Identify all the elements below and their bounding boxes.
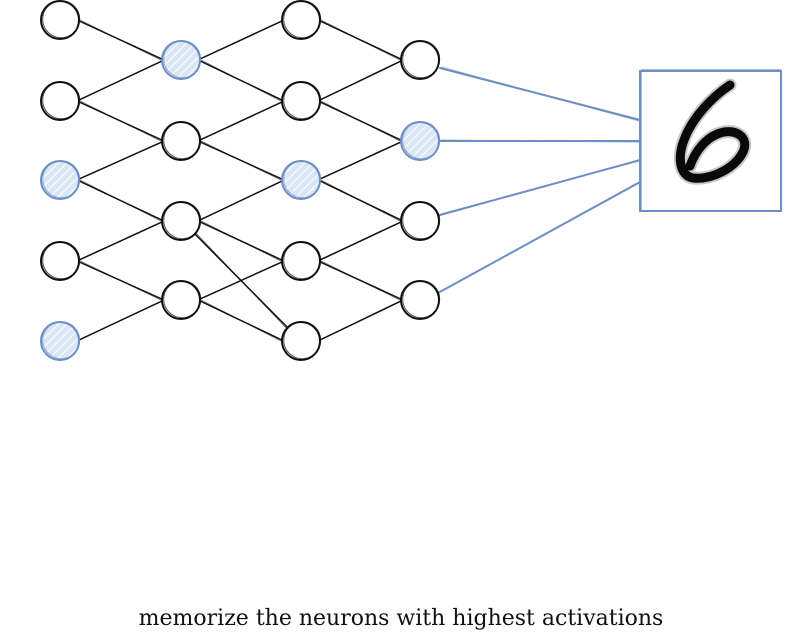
neuron: [400, 201, 441, 241]
neuron: [400, 280, 441, 320]
neuron: [40, 0, 81, 40]
neuron-highlighted: [40, 321, 81, 361]
neuron: [161, 201, 202, 241]
neuron: [281, 321, 322, 361]
neuron-highlighted: [400, 121, 441, 161]
caption: memorize the neurons with highest activa…: [138, 606, 664, 631]
neuron: [161, 121, 202, 161]
neuron: [400, 40, 441, 80]
input-links: [437, 66, 641, 294]
neuron: [281, 0, 322, 40]
neuron: [40, 241, 81, 281]
neuron: [161, 280, 202, 320]
neuron-highlighted: [281, 160, 322, 200]
neurons: [40, 0, 441, 361]
neuron-highlighted: [161, 40, 202, 80]
connections: [76, 18, 404, 343]
input-image: [639, 69, 782, 212]
neuron: [40, 81, 81, 121]
neuron: [281, 81, 322, 121]
digit-six-icon: [673, 78, 752, 185]
neuron: [281, 241, 322, 281]
neuron-highlighted: [40, 160, 81, 200]
